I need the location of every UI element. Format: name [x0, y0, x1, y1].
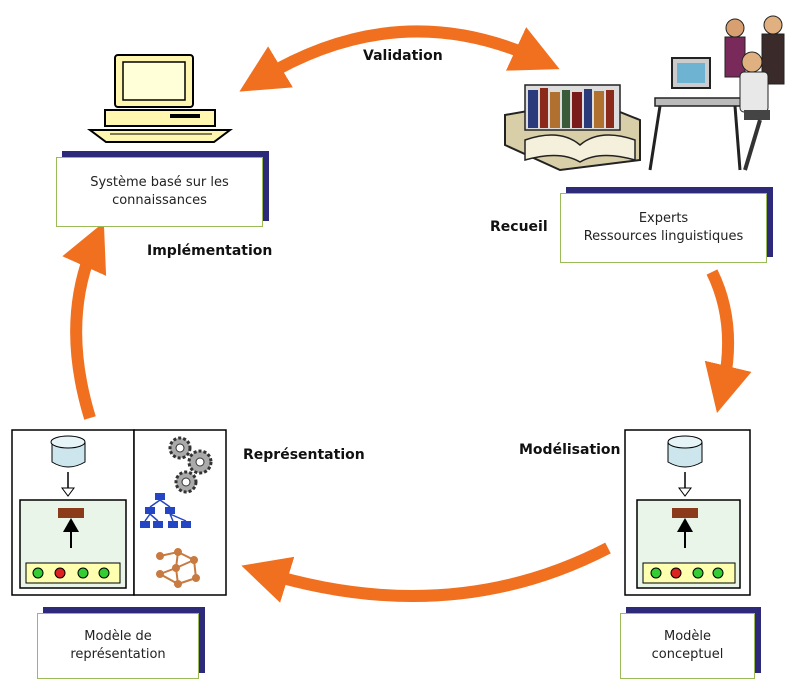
- right-cycle-arrow: [704, 269, 752, 414]
- stage-label-validation: Validation: [363, 48, 443, 64]
- system-model-icon-representation: [11, 429, 135, 596]
- stage-label-recueil: Recueil: [490, 219, 548, 235]
- network-graph-icon: [156, 548, 200, 588]
- bottom-cycle-arrow: [241, 542, 611, 603]
- node-representation-line1: Modèle de: [84, 629, 152, 644]
- node-box-conceptual: Modèle conceptuel: [620, 613, 755, 679]
- node-kbs-line2: connaissances: [112, 193, 207, 208]
- node-conceptual-line2: conceptuel: [651, 647, 724, 662]
- node-conceptual-line1: Modèle: [663, 629, 712, 644]
- stage-label-representation: Représentation: [243, 447, 365, 463]
- node-box-representation-model: Modèle de représentation: [37, 613, 199, 679]
- books-icon: [504, 84, 641, 172]
- node-box-experts: Experts Ressources linguistiques: [560, 193, 767, 263]
- validation-arrow: [239, 25, 560, 92]
- stage-label-modelisation: Modélisation: [519, 442, 621, 458]
- node-box-kbs: Système basé sur les connaissances: [56, 157, 263, 227]
- system-model-icon-conceptual: [624, 429, 751, 596]
- knowledge-icons-panel: [133, 429, 227, 596]
- node-representation-line2: représentation: [70, 647, 166, 662]
- tree-hierarchy-icon: [140, 493, 191, 528]
- people-at-computer-icon: [648, 15, 785, 171]
- computer-icon: [87, 54, 233, 143]
- node-kbs-line1: Système basé sur les: [90, 175, 229, 190]
- stage-label-implementation: Implémentation: [147, 243, 273, 259]
- node-experts-line1: Experts: [638, 211, 689, 226]
- node-experts-line2: Ressources linguistiques: [583, 229, 744, 244]
- gears-icon: [168, 436, 213, 494]
- left-cycle-arrow: [62, 222, 107, 420]
